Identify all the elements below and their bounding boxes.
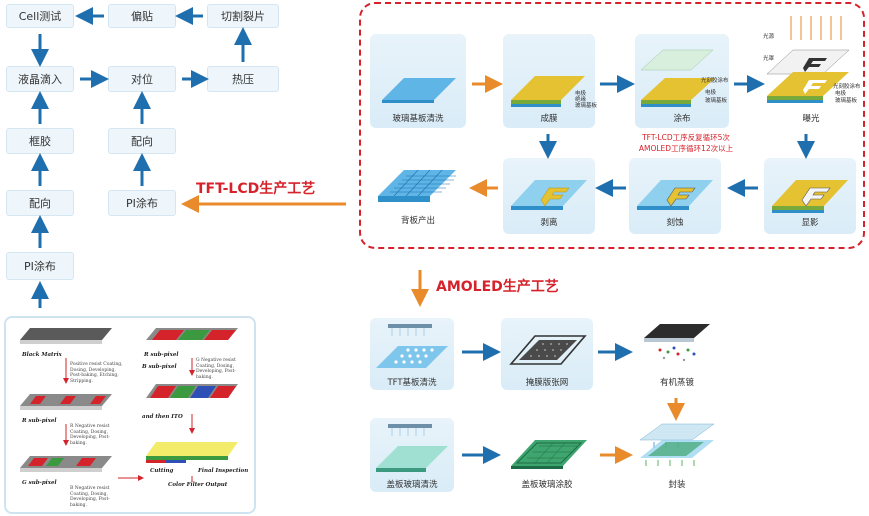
glass-cleaning-label: 玻璃基板清洗 <box>392 114 444 124</box>
tile-glass-cleaning: 玻璃基板清洗 <box>370 34 466 128</box>
film-label-insulator: 绝缘 <box>575 97 587 103</box>
expo-label-mask: 光罩 <box>763 56 775 62</box>
exposure-illustration <box>766 16 850 103</box>
lc-drop-box: 液晶滴入 <box>6 66 74 92</box>
tile-mask-tension: 掩膜版张网 <box>501 318 593 390</box>
amoled-title: AMOLED生产工艺 <box>436 279 559 295</box>
rubbing-label-1: 配向 <box>29 197 51 210</box>
etching-illustration <box>637 180 713 210</box>
cf-step3-text: G Negative resist Coating, Dosing, Devel… <box>196 358 236 380</box>
color-filter-panel: Black Matrix R sub-pixel G sub-pixel R s… <box>4 316 256 514</box>
tft-cleaning-illustration <box>376 324 448 368</box>
tile-developing: 显影 <box>764 158 856 234</box>
cf-r-sub-top-label: R sub-pixel <box>144 352 179 358</box>
cell-test-box: Cell测试 <box>6 4 74 28</box>
hot-press-label: 热压 <box>232 73 254 86</box>
pi-coat-label-1: PI涂布 <box>24 260 56 273</box>
cf-ito-label: and then ITO <box>142 414 183 420</box>
developing-label: 显影 <box>801 218 819 228</box>
cover-cleaning-label: 盖板玻璃清洗 <box>386 480 438 490</box>
tile-encapsulation: 封装 <box>634 418 720 492</box>
color-filter-drawing <box>20 328 238 482</box>
polarizer-box: 偏贴 <box>108 4 176 28</box>
cf-b-sub-label: B sub-pixel <box>142 364 177 370</box>
sealant-label: 框胶 <box>29 135 51 148</box>
tile-film-forming: 电极 绝缘 玻璃基板 成膜 <box>503 34 598 128</box>
cover-glue-label: 盖板玻璃涂胶 <box>521 480 573 490</box>
lc-drop-label: 液晶滴入 <box>18 73 62 86</box>
encapsulation-illustration <box>639 423 715 466</box>
coat-label-electrode: 电极 <box>705 90 717 96</box>
cf-step1-text: Positive resist Coating, Dosing, Develop… <box>70 362 123 384</box>
tile-stripping: 剥离 <box>503 158 595 234</box>
cutting-box: 切割裂片 <box>207 4 279 28</box>
alignment-label: 对位 <box>131 73 153 86</box>
film-forming-label: 成膜 <box>540 114 558 124</box>
tile-backplane-out: 背板产出 <box>370 158 466 234</box>
tile-cover-cleaning: 盖板玻璃清洗 <box>370 418 454 492</box>
exposure-label: 曝光 <box>802 114 820 124</box>
cf-final-label: Final Inspection <box>198 468 249 474</box>
cycle-note-line2: AMOLED工序循环12次以上 <box>638 144 734 153</box>
cover-cleaning-illustration <box>376 424 448 472</box>
encapsulation-label: 封装 <box>668 480 686 490</box>
cover-glue-illustration <box>511 440 587 469</box>
alignment-box: 对位 <box>108 66 176 92</box>
film-label-electrode: 电极 <box>575 91 587 97</box>
tile-etching: 刻蚀 <box>629 158 721 234</box>
tile-tft-cleaning: TFT基板清洗 <box>370 318 454 390</box>
stripping-label: 剥离 <box>540 218 558 228</box>
organic-evap-label: 有机蒸镀 <box>659 378 694 388</box>
tile-exposure: 光源 光罩 光刻胶涂布 电极 玻璃基板 曝光 <box>763 14 861 128</box>
coat-label-glass: 玻璃基板 <box>705 98 728 104</box>
tile-cover-glue: 盖板玻璃涂胶 <box>501 418 593 492</box>
cf-cutting-label: Cutting <box>150 468 174 474</box>
tile-coating: 光刻胶涂布 电极 玻璃基板 涂布 <box>635 34 729 128</box>
expo-label-light: 光源 <box>763 34 775 40</box>
cell-test-label: Cell测试 <box>18 10 62 23</box>
mask-tension-illustration <box>509 335 587 365</box>
glass-substrate-illustration <box>382 78 456 103</box>
coat-label-resist: 光刻胶涂布 <box>701 78 729 84</box>
evaporation-illustration <box>644 324 710 362</box>
film-layers-illustration <box>511 76 585 107</box>
expo-label-resist: 光刻胶涂布 <box>833 84 861 90</box>
tft-cleaning-label: TFT基板清洗 <box>387 378 437 388</box>
hot-press-box: 热压 <box>207 66 279 92</box>
cycle-note: TFT-LCD工序反复循环5次 AMOLED工序循环12次以上 <box>626 132 746 154</box>
coating-label: 涂布 <box>673 114 691 124</box>
pi-coat-box-1: PI涂布 <box>6 252 74 280</box>
expo-label-glass: 玻璃基板 <box>835 98 858 104</box>
pi-coat-label-2: PI涂布 <box>126 197 158 210</box>
mask-tension-label: 掩膜版张网 <box>525 378 569 388</box>
cf-g-sub-label: G sub-pixel <box>22 480 57 486</box>
rubbing-box-2: 配向 <box>108 128 176 154</box>
developing-illustration <box>772 180 848 213</box>
cf-output-label: Color Filter Output <box>168 482 228 488</box>
sealant-box: 框胶 <box>6 128 74 154</box>
backplane-illustration <box>378 169 456 202</box>
cf-step2-text: R Negative resist Coating, Dosing, Devel… <box>70 424 110 446</box>
rubbing-box-1: 配向 <box>6 190 74 216</box>
cycle-note-line1: TFT-LCD工序反复循环5次 <box>642 133 730 142</box>
cf-step4-text: B Negative resist Coating, Dosing, Devel… <box>70 486 110 508</box>
film-label-glass: 玻璃基板 <box>575 103 598 109</box>
pi-coat-box-2: PI涂布 <box>108 190 176 216</box>
rubbing-label-2: 配向 <box>131 135 153 148</box>
tft-process-frame <box>359 2 865 249</box>
tile-organic-evap: 有机蒸镀 <box>634 318 720 390</box>
cutting-label: 切割裂片 <box>221 10 265 23</box>
backplane-out-label: 背板产出 <box>400 216 435 226</box>
cf-black-matrix-label: Black Matrix <box>22 352 62 358</box>
polarizer-label: 偏贴 <box>131 10 153 23</box>
stripping-illustration <box>511 180 587 210</box>
coating-illustration <box>640 49 715 107</box>
expo-label-electrode: 电极 <box>835 91 847 97</box>
tft-lcd-title: TFT-LCD生产工艺 <box>196 181 316 197</box>
etching-label: 刻蚀 <box>666 218 684 228</box>
cf-r-sub-label: R sub-pixel <box>22 418 57 424</box>
